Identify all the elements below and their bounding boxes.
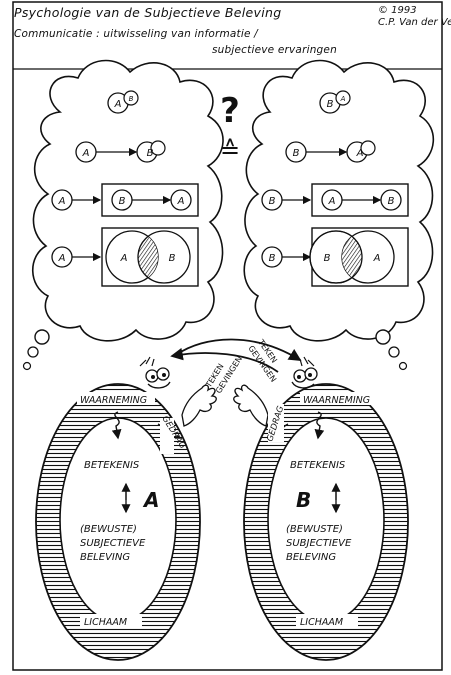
person-b-subjectieve: SUBJECTIEVE <box>286 538 352 549</box>
left-row-1: A B <box>107 90 139 114</box>
person-a-letter: A <box>142 488 159 512</box>
right-r2-b: A <box>356 148 364 159</box>
right-r1-b: A <box>340 95 346 103</box>
left-r3-out: A <box>58 196 66 207</box>
signal-arrows <box>170 338 302 373</box>
person-b-waarneming: WAARNEMING <box>303 395 370 406</box>
page-frame <box>12 1 443 671</box>
subtitle-line-1: Communicatie : uitwisseling van informat… <box>14 28 258 40</box>
person-a-eyes <box>139 356 171 389</box>
right-r3-in2: B <box>388 196 395 207</box>
left-r4-in2: B <box>169 253 176 264</box>
left-r3-in2: A <box>177 196 185 207</box>
person-b-beleving: BELEVING <box>286 552 336 563</box>
right-r1-a: B <box>327 99 334 110</box>
person-b-eyes <box>291 356 318 389</box>
right-row-4: B B A <box>261 227 409 287</box>
page-title: Psychologie van de Subjectieve Beleving <box>14 5 282 20</box>
right-row-3: B A B <box>261 183 409 217</box>
person-a-bewuste: (BEWUSTE) <box>80 524 137 535</box>
right-r3-out: B <box>269 196 276 207</box>
left-r2-a: A <box>82 148 90 159</box>
left-row-4: A A B <box>51 227 199 287</box>
right-r4-in1: B <box>324 253 331 264</box>
author: C.P. Van der Velde <box>378 17 451 28</box>
person-b-betekenis: BETEKENIS <box>290 460 346 471</box>
left-r1-a: A <box>114 99 122 110</box>
equivalence-symbol: ≙ <box>220 136 240 164</box>
person-b-hand <box>233 384 269 427</box>
person-a-lichaam: LICHAAM <box>84 617 127 628</box>
left-r2-b: B <box>147 148 154 159</box>
right-row-2: B A <box>285 140 376 163</box>
header: Psychologie van de Subjectieve Beleving … <box>6 0 451 68</box>
person-b-lichaam: LICHAAM <box>300 617 343 628</box>
person-a-subjectieve: SUBJECTIEVE <box>80 538 146 549</box>
person-b-letter: B <box>296 488 311 512</box>
left-r1-b: B <box>129 95 134 103</box>
question-mark: ? <box>220 91 240 131</box>
left-r4-out: A <box>58 253 66 264</box>
subtitle-line-2: subjectieve ervaringen <box>212 44 337 56</box>
right-row-1: B A <box>319 90 351 114</box>
copyright: © 1993 <box>378 5 417 16</box>
left-row-3: A B A <box>51 183 199 217</box>
right-r4-out: B <box>269 253 276 264</box>
person-a-betekenis: BETEKENIS <box>84 460 140 471</box>
person-b-bewuste: (BEWUSTE) <box>286 524 343 535</box>
left-r3-in1: B <box>119 196 126 207</box>
right-r3-in1: A <box>328 196 336 207</box>
right-r4-in2: A <box>373 253 381 264</box>
person-a-waarneming: WAARNEMING <box>80 395 147 406</box>
person-a-hand <box>181 384 217 427</box>
person-b <box>233 356 409 661</box>
person-a-beleving: BELEVING <box>80 552 130 563</box>
person-a <box>35 356 217 661</box>
left-r4-in1: A <box>120 253 128 264</box>
left-row-2: A B <box>75 140 166 163</box>
right-r2-a: B <box>293 148 300 159</box>
